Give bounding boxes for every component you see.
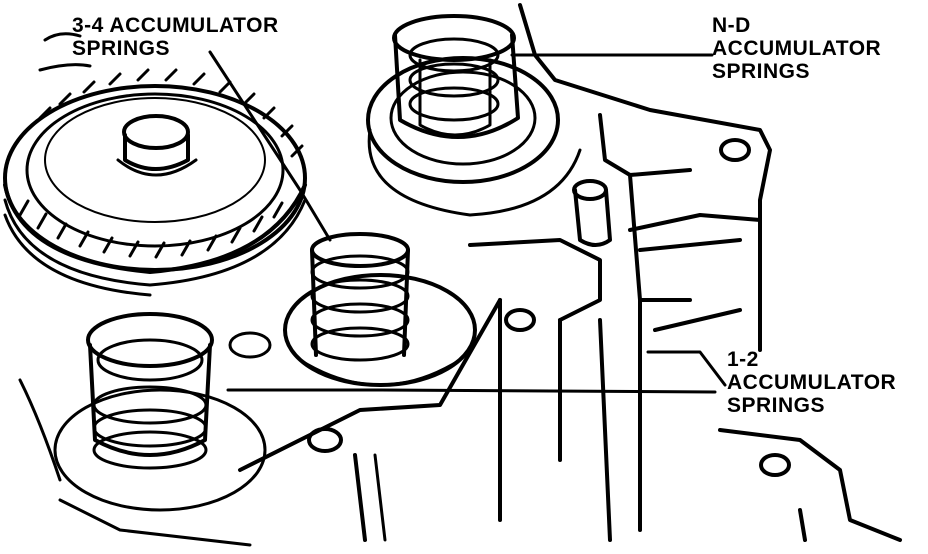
housing-drawing — [468, 3, 902, 542]
label-n-d-accumulator-springs: N-D ACCUMULATOR SPRINGS — [712, 14, 881, 83]
label-line: 1-2 — [727, 348, 759, 371]
label-1-2-accumulator-springs: 1-2 ACCUMULATOR SPRINGS — [727, 348, 896, 417]
accumulator-34-drawing — [18, 298, 502, 547]
label-line: ACCUMULATOR — [727, 371, 897, 394]
gear-drawing — [3, 32, 307, 297]
label-line: N-D — [712, 14, 751, 37]
nd-accumulator-drawing — [366, 14, 582, 217]
label-3-4-accumulator-springs: 3-4 ACCUMULATOR SPRINGS — [72, 14, 279, 60]
center-spring-drawing — [283, 232, 536, 387]
label-line: 3-4 ACCUMULATOR — [72, 14, 279, 37]
label-line: SPRINGS — [72, 37, 171, 60]
label-line: SPRINGS — [727, 394, 826, 417]
label-line: SPRINGS — [712, 60, 811, 83]
label-line: ACCUMULATOR — [712, 37, 882, 60]
